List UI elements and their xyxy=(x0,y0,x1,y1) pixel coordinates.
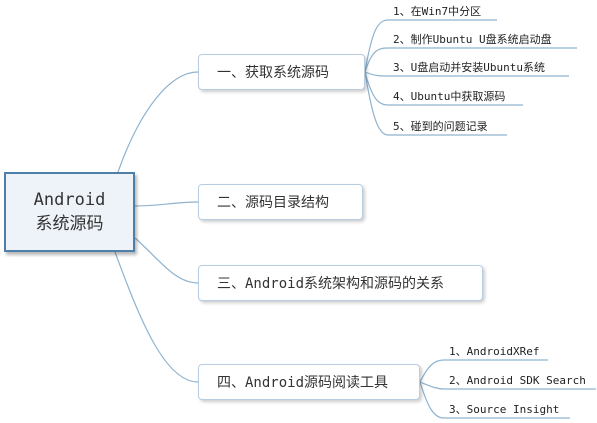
root-node[interactable]: Android 系统源码 xyxy=(4,172,135,252)
branch-label: 二、源码目录结构 xyxy=(217,195,329,211)
link-b1-leaf-1 xyxy=(364,19,389,73)
branch-label: 一、获取系统源码 xyxy=(217,65,329,81)
branch-label: 三、Android系统架构和源码的关系 xyxy=(217,276,445,292)
link-b1-leaf-5 xyxy=(364,71,389,136)
leaf-label: 5、碰到的问题记录 xyxy=(393,120,488,133)
link-root-branch-3 xyxy=(134,237,199,284)
branch-node-get-source[interactable]: 一、获取系统源码 xyxy=(198,54,365,90)
branch-node-architecture[interactable]: 三、Android系统架构和源码的关系 xyxy=(198,265,483,301)
root-title-line-2: 系统源码 xyxy=(35,214,104,234)
leaf-node[interactable]: 3、U盘启动并安装Ubuntu系统 xyxy=(393,61,545,75)
link-b1-leaf-3 xyxy=(364,71,389,77)
link-b1-leaf-4 xyxy=(364,71,389,106)
leaf-node[interactable]: 4、Ubuntu中获取源码 xyxy=(393,90,505,104)
leaf-node[interactable]: 3、Source Insight xyxy=(449,403,559,417)
link-root-branch-4 xyxy=(114,251,199,383)
branch-node-reading-tools[interactable]: 四、Android源码阅读工具 xyxy=(198,364,420,400)
link-root-branch-2 xyxy=(134,201,199,207)
leaf-node[interactable]: 2、制作Ubuntu U盘系统启动盘 xyxy=(393,33,552,47)
link-b4-leaf-1 xyxy=(419,359,445,383)
link-b4-leaf-3 xyxy=(419,381,445,419)
leaf-node[interactable]: 1、AndroidXRef xyxy=(449,345,539,359)
leaf-node[interactable]: 5、碰到的问题记录 xyxy=(393,120,488,134)
leaf-label: 3、U盘启动并安装Ubuntu系统 xyxy=(393,61,545,74)
leaf-label: 2、Android SDK Search xyxy=(449,374,586,387)
branch-label: 四、Android源码阅读工具 xyxy=(217,375,389,391)
link-root-branch-1 xyxy=(117,71,199,173)
leaf-label: 1、AndroidXRef xyxy=(449,345,540,358)
branch-node-directory-structure[interactable]: 二、源码目录结构 xyxy=(198,184,363,220)
leaf-node[interactable]: 1、在Win7中分区 xyxy=(393,5,481,19)
link-b4-leaf-2 xyxy=(419,381,445,390)
leaf-label: 3、Source Insight xyxy=(449,403,560,416)
leaf-label: 1、在Win7中分区 xyxy=(393,5,482,18)
leaf-label: 4、Ubuntu中获取源码 xyxy=(393,90,506,103)
leaf-label: 2、制作Ubuntu U盘系统启动盘 xyxy=(393,33,552,46)
root-title-line-1: Android xyxy=(33,190,106,210)
link-b1-leaf-2 xyxy=(364,47,389,73)
leaf-node[interactable]: 2、Android SDK Search xyxy=(449,374,586,388)
